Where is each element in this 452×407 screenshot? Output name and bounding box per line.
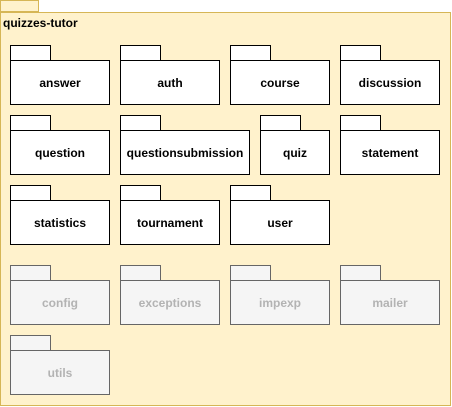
package-tab xyxy=(230,185,271,201)
package-label: config xyxy=(10,280,110,325)
package-tab xyxy=(10,265,51,281)
package-tab xyxy=(340,265,381,281)
container-title: quizzes-tutor xyxy=(3,16,78,30)
package-tab xyxy=(10,335,51,351)
package-tab xyxy=(340,45,381,61)
package-tab xyxy=(120,265,161,281)
package-tab xyxy=(260,115,301,131)
package-tab xyxy=(10,185,51,201)
package-tab xyxy=(10,115,51,131)
package-tab xyxy=(230,45,271,61)
container-package-tab xyxy=(0,0,39,12)
package-tab xyxy=(120,45,161,61)
package-tab xyxy=(10,45,51,61)
package-label: exceptions xyxy=(120,280,220,325)
package-label: mailer xyxy=(340,280,440,325)
package-label: impexp xyxy=(230,280,330,325)
package-label: question xyxy=(10,130,110,175)
package-label: discussion xyxy=(340,60,440,105)
package-label: statistics xyxy=(10,200,110,245)
package-tab xyxy=(120,185,161,201)
package-label: auth xyxy=(120,60,220,105)
package-label: questionsubmission xyxy=(120,130,250,175)
package-label: quiz xyxy=(260,130,330,175)
package-tab xyxy=(120,115,161,131)
package-label: tournament xyxy=(120,200,220,245)
package-label: statement xyxy=(340,130,440,175)
package-tab xyxy=(230,265,271,281)
package-label: answer xyxy=(10,60,110,105)
package-label: utils xyxy=(10,350,110,395)
package-label: user xyxy=(230,200,330,245)
package-label: course xyxy=(230,60,330,105)
package-tab xyxy=(340,115,381,131)
